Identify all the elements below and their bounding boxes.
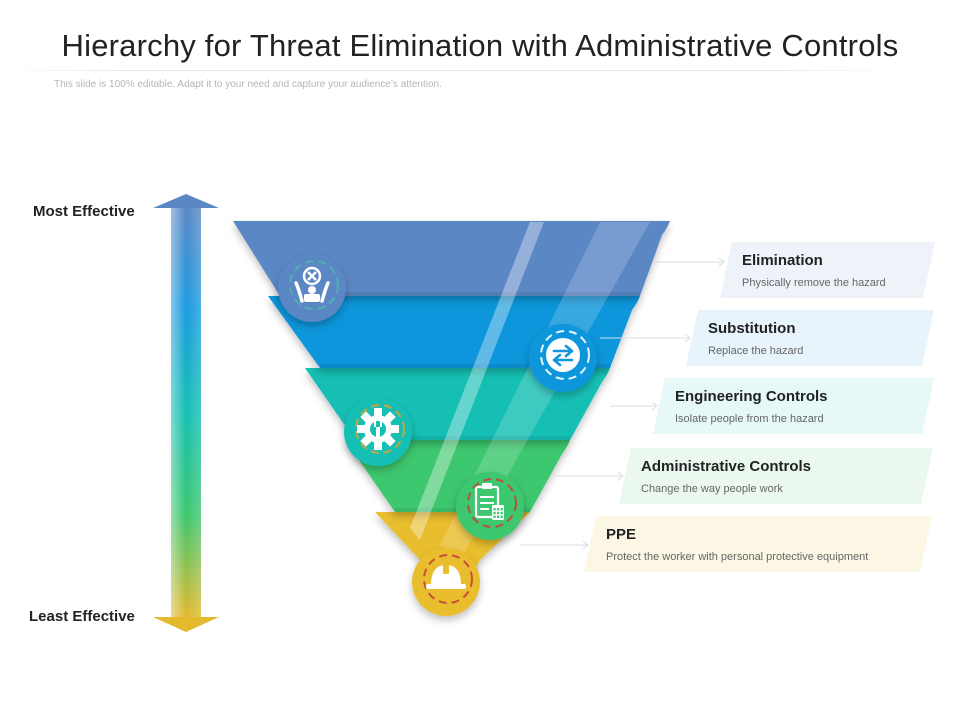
hazard-remove-icon: [294, 266, 330, 303]
level-badge-1: [278, 254, 346, 322]
connector-arrowhead-2: [684, 333, 691, 343]
level-description: Replace the hazard: [708, 345, 804, 357]
swap-arrows-icon: [546, 338, 580, 372]
level-card-5: PPE Protect the worker with personal prot…: [584, 516, 932, 572]
level-description: Isolate people from the hazard: [675, 413, 824, 425]
level-title: Administrative Controls: [641, 458, 812, 475]
level-description: Protect the worker with personal protect…: [606, 551, 869, 563]
level-badge-5: [412, 548, 480, 616]
page-title: Hierarchy for Threat Elimination with Ad…: [61, 28, 899, 63]
clipboard-calculator-icon: [474, 483, 504, 520]
level-title: Elimination: [742, 252, 823, 269]
least-effective-label: Least Effective: [29, 608, 135, 625]
connector-arrowhead-4: [617, 471, 624, 481]
level-badge-4: [456, 472, 524, 540]
connector-arrowhead-1: [718, 257, 725, 267]
connector-lines: [520, 257, 725, 550]
connector-arrowhead-5: [582, 540, 589, 550]
level-description: Change the way people work: [641, 483, 783, 495]
effectiveness-arrow: [153, 194, 219, 632]
level-title: Engineering Controls: [675, 388, 828, 405]
level-title: Substitution: [708, 320, 796, 337]
title-divider: [0, 70, 900, 71]
level-title: PPE: [606, 526, 637, 543]
level-badge-2: [529, 324, 597, 392]
most-effective-label: Most Effective: [33, 203, 135, 220]
level-description: Physically remove the hazard: [742, 277, 886, 289]
icon-badges: [278, 254, 597, 616]
connector-arrowhead-3: [651, 401, 658, 411]
hard-hat-icon: [426, 562, 466, 589]
level-badge-3: [344, 398, 412, 466]
page-subtitle: This slide is 100% editable. Adapt it to…: [54, 79, 442, 90]
gear-wrench-icon: [357, 408, 399, 450]
